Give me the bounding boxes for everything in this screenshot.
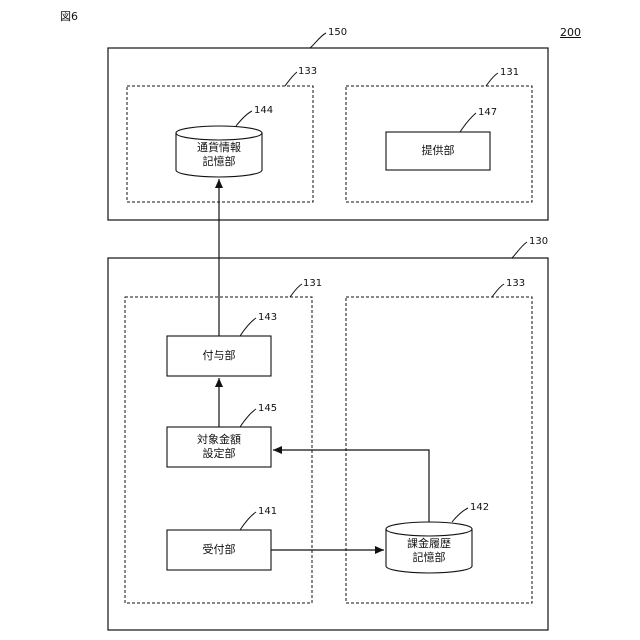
unit-130-ref: 130 [529, 236, 548, 248]
unit-130-leader [512, 242, 527, 258]
target-amount-leader [240, 409, 256, 427]
receiving-leader [240, 512, 256, 530]
group-bottom-left-ref: 131 [303, 278, 322, 290]
billing-store-leader [452, 508, 468, 522]
group-top-left-ref: 133 [298, 66, 317, 78]
currency-store-ref: 144 [254, 105, 273, 117]
provider-ref: 147 [478, 107, 497, 119]
provider-leader [460, 113, 476, 132]
granting-ref: 143 [258, 312, 277, 324]
target-amount-ref: 145 [258, 403, 277, 415]
target-amount-line1: 対象金額 [197, 433, 241, 447]
group-bottom-right-ref: 133 [506, 278, 525, 290]
receiving-ref: 141 [258, 506, 277, 518]
granting-label: 付与部 [167, 336, 271, 376]
billing-store-label: 課金履歴 記憶部 [386, 534, 472, 568]
target-amount-label: 対象金額 設定部 [167, 427, 271, 467]
group-bottom-left-leader [290, 284, 302, 297]
group-bottom-right-leader [492, 284, 504, 297]
group-top-right-leader [486, 73, 498, 86]
currency-store-label: 通貨情報 記憶部 [176, 138, 262, 172]
granting-leader [240, 318, 256, 336]
figure-title: 図6 [60, 10, 78, 24]
billing-store-line1: 課金履歴 [407, 537, 451, 551]
arrow-billing-to-target [273, 450, 429, 522]
billing-store-line2: 記憶部 [413, 551, 446, 565]
billing-store-ref: 142 [470, 502, 489, 514]
group-top-left-leader [285, 72, 297, 86]
figure-ref: 200 [560, 27, 581, 39]
provider-label: 提供部 [386, 132, 490, 170]
unit-150-leader [310, 33, 326, 48]
target-amount-line2: 設定部 [203, 447, 236, 461]
currency-store-line1: 通貨情報 [197, 141, 241, 155]
group-top-right-ref: 131 [500, 67, 519, 79]
unit-150-ref: 150 [328, 27, 347, 39]
currency-store-leader [236, 111, 252, 126]
currency-store-line2: 記憶部 [203, 155, 236, 169]
receiving-label: 受付部 [167, 530, 271, 570]
